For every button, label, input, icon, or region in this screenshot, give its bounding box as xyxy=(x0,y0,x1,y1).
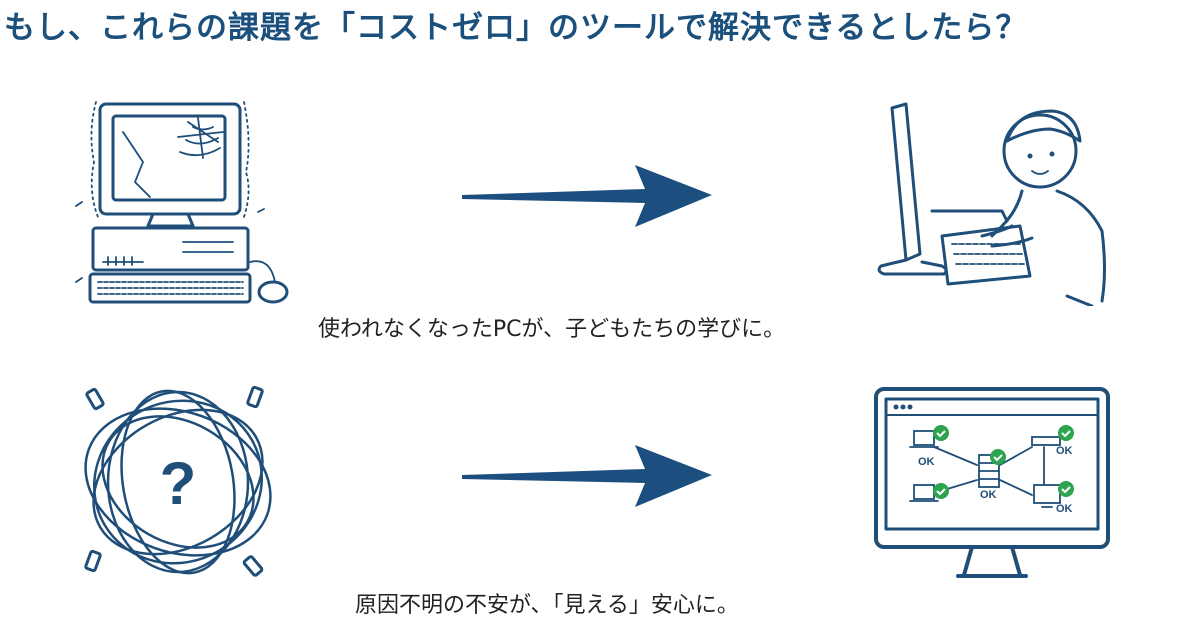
tangled-cables-question-icon: ? xyxy=(84,385,272,577)
status-ok-switch: OK xyxy=(1056,445,1073,457)
status-ok-laptop-1: OK xyxy=(918,456,935,468)
check-badges xyxy=(933,425,1074,499)
page-title: もし、これらの課題を「コストゼロ」のツールで解決できるとしたら？ xyxy=(4,10,1028,46)
broken-old-pc-icon xyxy=(75,101,289,304)
child-using-pc-icon xyxy=(877,102,1106,306)
network-monitor-icon: OK OK OK OK xyxy=(872,385,1112,581)
caption-visibility: 原因不明の不安が、「見える」安心に。 xyxy=(355,593,739,618)
svg-text:?: ? xyxy=(160,450,197,517)
arrow-right-icon xyxy=(462,165,712,227)
arrow-right-icon xyxy=(462,445,712,507)
caption-pc-reuse: 使われなくなったPCが、子どもたちの学びに。 xyxy=(318,317,786,342)
status-ok-server: OK xyxy=(980,489,997,501)
status-ok-desktop: OK xyxy=(1056,503,1073,515)
